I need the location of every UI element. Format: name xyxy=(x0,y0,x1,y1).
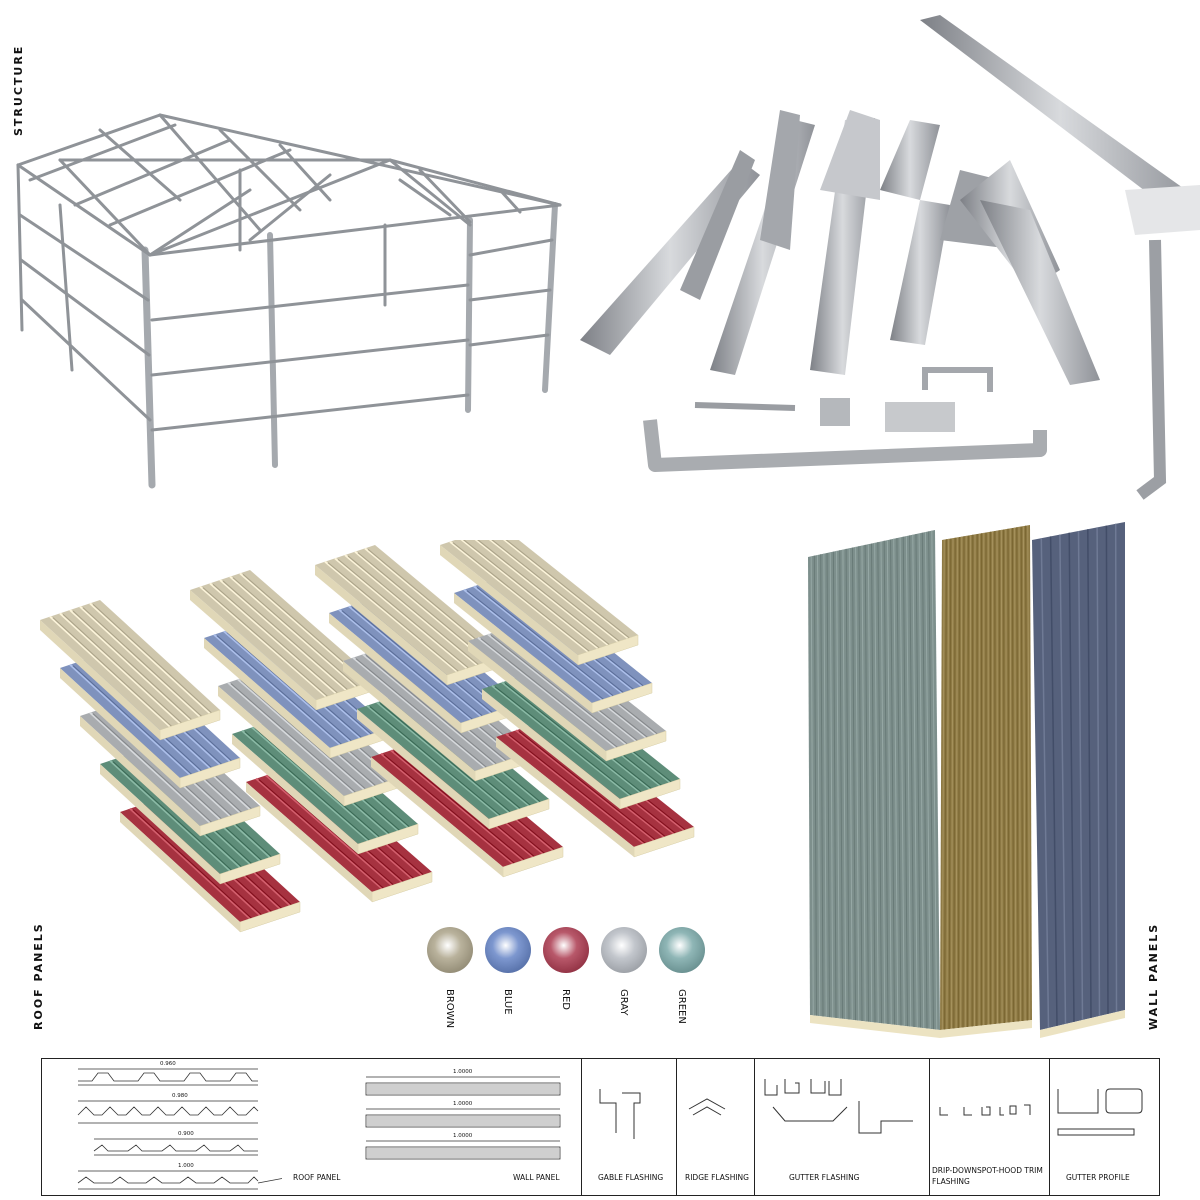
ridge-flashing-drawing xyxy=(688,1098,726,1116)
ridge-flashing-caption: RIDGE FLASHING xyxy=(685,1173,749,1182)
gutter-flashing-drawing xyxy=(764,1079,913,1134)
wall-panels-illustration xyxy=(808,522,1125,1038)
swatch-red[interactable] xyxy=(543,927,589,973)
roof-panel-beige xyxy=(40,600,221,741)
wall-dim-2: 1.0000 xyxy=(453,1101,473,1107)
swatch-label: GREEN xyxy=(676,989,687,1024)
wall-panel-caption: WALL PANEL xyxy=(513,1173,560,1182)
swatch-gray[interactable] xyxy=(601,927,647,973)
wall-panel xyxy=(940,525,1032,1038)
roof-dim-4: 1.000 xyxy=(178,1163,194,1169)
section-label-wall-panels: WALL PANELS xyxy=(1147,922,1160,1030)
gutter-flashing-cell: GUTTER FLASHING xyxy=(754,1059,929,1195)
roof-panel-stack xyxy=(440,540,695,858)
gutter-flashing-caption: GUTTER FLASHING xyxy=(789,1173,860,1182)
gable-flashing-drawing xyxy=(599,1089,641,1139)
color-swatches: BROWN BLUE RED GRAY GREEN xyxy=(427,927,717,1047)
wall-panel xyxy=(808,530,940,1038)
roof-panel-stack xyxy=(40,600,301,933)
wall-dim-1: 1.0000 xyxy=(453,1069,473,1075)
swatch-label: GRAY xyxy=(618,989,629,1016)
roof-panel-profiles xyxy=(77,1068,282,1190)
ridge-flashing-cell: RIDGE FLASHING xyxy=(676,1059,754,1195)
trim-flashing-cell: DRIP-DOWNSPOT-HOOD TRIM FLASHING xyxy=(929,1059,1049,1195)
roof-panel-beige xyxy=(440,540,639,666)
roof-dim-3: 0.900 xyxy=(178,1131,194,1137)
swatch-label: BLUE xyxy=(502,989,513,1015)
gutter-profile-caption: GUTTER PROFILE xyxy=(1066,1173,1130,1182)
roof-panels-illustration xyxy=(40,540,695,933)
wall-panel-profiles xyxy=(365,1076,561,1160)
roof-dim-1: 0.960 xyxy=(160,1061,176,1067)
wall-dim-3: 1.0000 xyxy=(453,1133,473,1139)
trim-flashing-caption: DRIP-DOWNSPOT-HOOD TRIM FLASHING xyxy=(932,1166,1043,1186)
swatch-blue[interactable] xyxy=(485,927,531,973)
wall-panel xyxy=(1032,522,1125,1038)
swatch-green[interactable] xyxy=(659,927,705,973)
swatch-label: RED xyxy=(560,989,571,1010)
roof-panel-stack xyxy=(315,545,564,878)
roof-panel-caption: ROOF PANEL xyxy=(293,1173,341,1182)
gutter-profile-drawing xyxy=(1057,1088,1143,1136)
swatch-label: BROWN xyxy=(444,989,455,1029)
gable-flashing-cell: GABLE FLASHING xyxy=(581,1059,676,1195)
trim-flashing-drawing xyxy=(939,1104,1031,1116)
gutter-profile-cell: GUTTER PROFILE xyxy=(1049,1059,1161,1195)
swatch-brown[interactable] xyxy=(427,927,473,973)
roof-panel-beige xyxy=(190,570,377,711)
gable-flashing-caption: GABLE FLASHING xyxy=(598,1173,664,1182)
steel-frame-illustration xyxy=(16,113,562,489)
flashing-profiles-illustration xyxy=(580,15,1200,500)
profile-drawings-table: 0.960 0.980 0.900 1.000 ROOF PANEL 1.000… xyxy=(41,1058,1160,1196)
roof-dim-2: 0.980 xyxy=(172,1093,188,1099)
